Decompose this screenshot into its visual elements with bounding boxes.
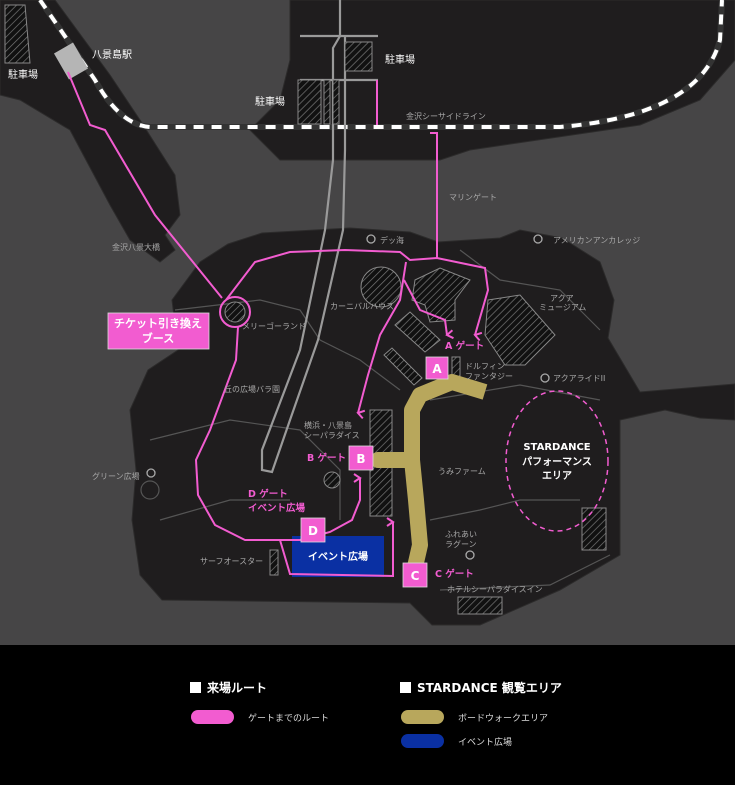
legend-area-heading: STARDANCE 観覧エリア bbox=[400, 679, 562, 696]
gate-d-label: D ゲート bbox=[248, 488, 288, 500]
gate-c-label: C ゲート bbox=[435, 568, 474, 580]
merry-go-round-label: メリーゴーランド bbox=[242, 321, 306, 331]
sea-paradise-label-2: シーパラダイス bbox=[304, 430, 360, 440]
legend-route-heading-text: 来場ルート bbox=[207, 681, 268, 695]
event-plaza-label: イベント広場 bbox=[308, 550, 368, 563]
gate-d-label-2: イベント広場 bbox=[248, 502, 306, 514]
legend: 来場ルート ゲートまでのルート STARDANCE 観覧エリア ボードウォークエ… bbox=[0, 645, 735, 785]
aqua-ride-label: アクアライドII bbox=[553, 374, 605, 383]
stardance-label: STARDANCE bbox=[523, 442, 590, 453]
parking-center-label: 駐車場 bbox=[255, 95, 285, 108]
hotel-label: ホテルシーパラダイスイン bbox=[447, 584, 543, 594]
ticket-booth-label-2: ブース bbox=[142, 331, 174, 345]
deep-sea-label: デッ海 bbox=[380, 235, 404, 245]
legend-boardwalk-item: ボードウォークエリア bbox=[401, 710, 548, 724]
gate-c-letter: C bbox=[411, 569, 420, 583]
gate-d-letter: D bbox=[308, 524, 318, 538]
green-plaza-label: グリーン広場 bbox=[92, 471, 140, 481]
gate-a[interactable]: A bbox=[425, 356, 449, 380]
boardwalk-area bbox=[370, 374, 488, 582]
gate-a-label: A ゲート bbox=[445, 340, 484, 352]
legend-route-item-text: ゲートまでのルート bbox=[248, 713, 330, 724]
aqua-museum-label-2: ミュージアム bbox=[539, 303, 586, 312]
fureai-lagoon-label: ふれあい bbox=[445, 530, 477, 539]
surf-coaster-label: サーフオースター bbox=[200, 557, 263, 566]
legend-event-item: イベント広場 bbox=[401, 734, 512, 748]
marine-gate-label: マリンゲート bbox=[449, 192, 497, 202]
gate-c[interactable]: C bbox=[402, 562, 428, 588]
seaside-line-label: 金沢シーサイドライン bbox=[406, 111, 486, 121]
route-to-gates bbox=[67, 71, 490, 578]
gate-d[interactable]: D bbox=[300, 517, 326, 543]
station-building bbox=[53, 42, 89, 80]
square-icon bbox=[190, 682, 201, 693]
boardwalk-swatch bbox=[401, 710, 444, 724]
legend-route-item: ゲートまでのルート bbox=[191, 710, 329, 724]
park-map: チケット引き換え ブース A A ゲート B B ゲート D D ゲート イベン… bbox=[0, 0, 735, 645]
dolphin-fantasy-label-2: ファンタジー bbox=[465, 372, 513, 381]
aqua-museum-label: アクア bbox=[550, 294, 574, 303]
stardance-label-2: パフォーマンス bbox=[522, 456, 592, 468]
stardance-area bbox=[505, 390, 609, 532]
rose-garden-label: 丘の広場バラ園 bbox=[224, 384, 280, 394]
gate-b[interactable]: B bbox=[348, 445, 374, 471]
attraction-marker-icons bbox=[146, 234, 550, 560]
event-plaza[interactable] bbox=[292, 536, 384, 577]
event-swatch bbox=[401, 734, 444, 748]
parking-left-label: 駐車場 bbox=[8, 68, 38, 81]
fureai-lagoon-label-2: ラグーン bbox=[445, 539, 477, 549]
legend-boardwalk-item-text: ボードウォークエリア bbox=[458, 713, 549, 724]
legend-route-heading: 来場ルート bbox=[190, 679, 267, 696]
gate-b-letter: B bbox=[356, 452, 365, 466]
ticket-booth-box[interactable] bbox=[107, 312, 210, 350]
gate-a-letter: A bbox=[432, 362, 442, 376]
dolphin-fantasy-label: ドルフィン bbox=[465, 362, 505, 371]
stardance-label-3: エリア bbox=[542, 470, 572, 482]
sea-paradise-label: 横浜・八景島 bbox=[304, 420, 352, 430]
route-swatch bbox=[191, 710, 234, 724]
umi-farm-label: うみファーム bbox=[438, 467, 486, 476]
ticket-booth-label: チケット引き換え bbox=[114, 316, 202, 330]
american-anchorage-label: アメリカンアンカレッジ bbox=[553, 236, 640, 245]
legend-event-item-text: イベント広場 bbox=[458, 737, 513, 748]
square-icon bbox=[400, 682, 411, 693]
parking-right-label: 駐車場 bbox=[385, 53, 415, 66]
gate-b-label: B ゲート bbox=[307, 452, 346, 464]
carnival-house-label: カーニバルハウス bbox=[330, 302, 394, 311]
station-label: 八景島駅 bbox=[92, 48, 132, 61]
bridge-label: 金沢八景大橋 bbox=[112, 242, 160, 252]
legend-area-heading-text: STARDANCE 観覧エリア bbox=[417, 681, 562, 695]
buildings bbox=[4, 4, 607, 615]
